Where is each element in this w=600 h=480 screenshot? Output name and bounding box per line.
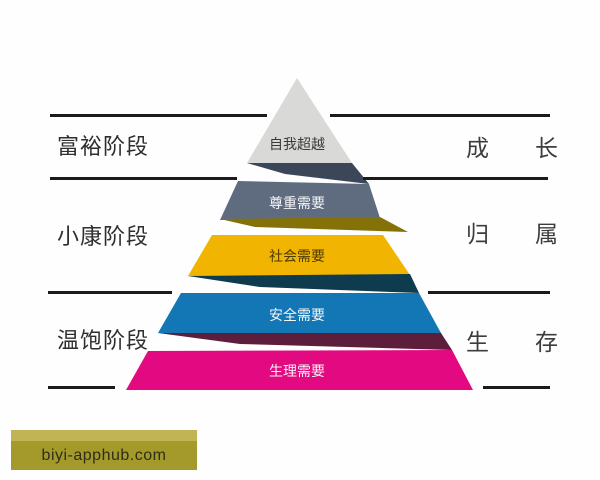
stage-label-wealthy: 富裕阶段 — [57, 134, 150, 159]
pyramid-level-1-face — [247, 78, 352, 163]
pyramid-fold-1 — [247, 163, 369, 184]
pyramid-level-1-label: 自我超越 — [269, 136, 325, 152]
divider-row3-left — [48, 291, 172, 294]
pyramid-level-2-face — [220, 181, 380, 220]
watermark: biyi-apphub.com — [11, 430, 197, 470]
pyramid-level-5-label: 生理需要 — [269, 363, 325, 379]
divider-row1-left — [50, 114, 267, 117]
pyramid-fold-3 — [188, 274, 419, 293]
watermark-text: biyi-apphub.com — [41, 446, 167, 464]
divider-row4-right — [483, 386, 550, 389]
divider-row4-left — [48, 386, 115, 389]
pyramid-level-5-face — [126, 350, 473, 390]
divider-row2-right — [363, 177, 548, 180]
category-growth-char-2: 长 — [535, 135, 558, 161]
pyramid-level-3-label: 社会需要 — [269, 248, 325, 264]
pyramid-level-3-face — [188, 235, 410, 276]
category-growth-char-1: 成 — [466, 135, 489, 161]
stage-label-welloff: 小康阶段 — [57, 224, 150, 249]
category-belonging-char-1: 归 — [466, 221, 489, 247]
pyramid-level-4-face — [158, 293, 441, 333]
category-belonging-char-2: 属 — [535, 221, 558, 247]
pyramid-fold-4 — [158, 333, 452, 350]
divider-row2-left — [50, 177, 237, 180]
pyramid-fold-2 — [220, 217, 408, 232]
watermark-top-strip — [11, 430, 197, 441]
divider-row3-right — [428, 291, 550, 294]
category-label-growth: 成 长 — [466, 136, 558, 160]
pyramid-level-4-label: 安全需要 — [269, 307, 325, 323]
divider-row1-right — [330, 114, 550, 117]
category-survival-char-2: 存 — [535, 329, 558, 355]
category-survival-char-1: 生 — [466, 329, 489, 355]
category-label-belonging: 归 属 — [466, 222, 558, 246]
watermark-box: biyi-apphub.com — [11, 441, 197, 470]
category-label-survival: 生 存 — [466, 330, 558, 354]
pyramid-level-2-label: 尊重需要 — [269, 195, 325, 211]
stage-label-subsistence: 温饱阶段 — [57, 328, 150, 353]
